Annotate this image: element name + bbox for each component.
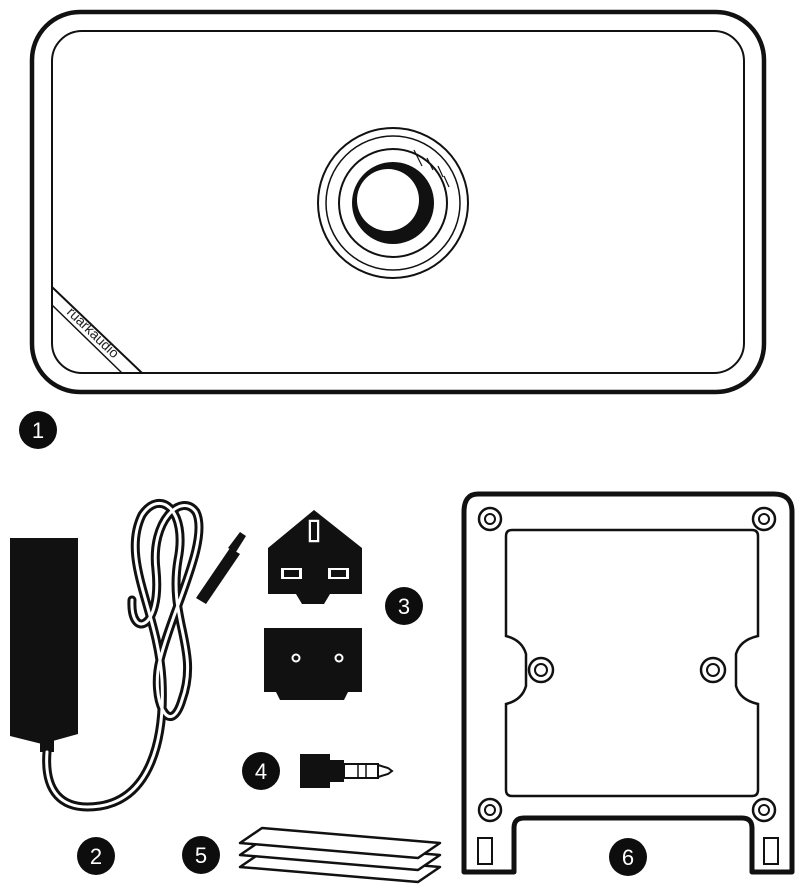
callout-4-label: 4 <box>255 759 267 784</box>
uk-plug-adapter <box>268 510 362 604</box>
bracket-screw-holes <box>477 506 777 823</box>
callout-3: 3 <box>385 587 423 625</box>
callout-1: 1 <box>19 411 57 449</box>
callout-2: 2 <box>77 837 115 875</box>
documents-stack <box>238 826 442 884</box>
power-adapter-illustration <box>10 498 246 812</box>
bracket-cutout <box>504 528 760 798</box>
callout-5-label: 5 <box>195 843 207 868</box>
callout-2-label: 2 <box>90 844 102 869</box>
bracket-feet-slots <box>477 837 779 865</box>
eu-plug-adapter <box>264 628 362 700</box>
callout-6-label: 6 <box>622 845 634 870</box>
callout-3-label: 3 <box>398 594 410 619</box>
callout-5: 5 <box>182 836 220 874</box>
callout-4: 4 <box>242 752 280 790</box>
wall-bracket <box>461 491 795 875</box>
rotary-control-knob <box>317 127 469 279</box>
adapter-body <box>10 538 78 744</box>
dc-plug <box>196 532 246 604</box>
callout-1-label: 1 <box>32 418 44 443</box>
adapter-cable-inner <box>45 501 201 809</box>
speaker-illustration: ruarkaudio <box>29 9 767 395</box>
knob-markings <box>413 149 450 188</box>
callout-6: 6 <box>609 838 647 876</box>
audio-jack-adapter <box>300 754 394 788</box>
